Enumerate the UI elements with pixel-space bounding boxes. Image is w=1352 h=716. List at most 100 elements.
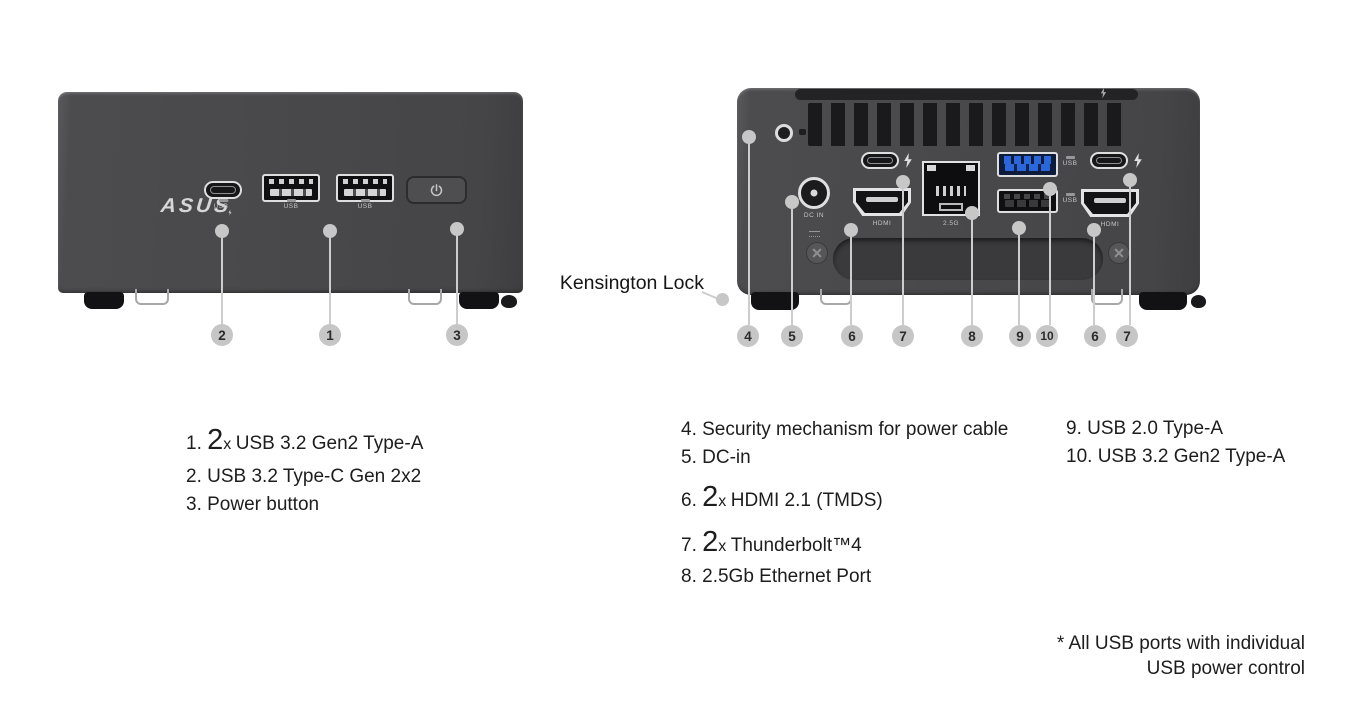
leader-line — [1093, 230, 1095, 325]
callout-badge-7: 7 — [892, 325, 914, 347]
charging-bolt-icon — [228, 209, 232, 216]
callout-badge-7b: 7 — [1116, 325, 1138, 347]
port-label-text: USB — [1062, 160, 1078, 167]
footnote-line-2: USB power control — [1146, 658, 1305, 679]
thunderbolt-icon — [903, 153, 913, 168]
leader-dot — [1012, 221, 1026, 235]
usb-a-left-port-label: USB — [262, 199, 320, 221]
footnote: * All USB ports with individual USB powe… — [965, 631, 1305, 681]
legend-multiplier: 2 — [702, 481, 719, 513]
leader-dot — [785, 195, 799, 209]
legend-x: x — [223, 436, 236, 453]
ethernet-label: 2.5G — [922, 220, 980, 238]
legend-text: USB 3.2 Type-C Gen 2x2 — [207, 466, 422, 487]
ethernet-tab — [939, 203, 963, 211]
leader-line — [971, 213, 973, 325]
port-label-text: USB — [283, 203, 299, 210]
footnote-line-1: * All USB ports with individual — [1056, 633, 1305, 654]
legend-text: USB 3.2 Gen2 Type-A — [1097, 446, 1286, 467]
hdmi-port-inner — [856, 191, 908, 213]
rear-foot-nub — [1191, 295, 1206, 308]
leader-dot — [323, 224, 337, 238]
callout-badge-4: 4 — [737, 325, 759, 347]
speed-mark — [1065, 156, 1075, 159]
thunderbolt-icon — [1133, 153, 1143, 168]
hdmi-left-label: HDMI — [853, 220, 911, 238]
ethernet-rail — [927, 165, 936, 171]
legend-text: 2.5Gb Ethernet Port — [702, 566, 872, 587]
leader-line — [902, 182, 904, 325]
leader-dot — [844, 223, 858, 237]
port-label-text: USB — [213, 203, 229, 210]
legend-multiplier: 2 — [702, 526, 719, 558]
leader-line — [1049, 189, 1051, 325]
front-mount-bracket-left — [135, 289, 169, 305]
rear-foot-left — [751, 292, 799, 310]
leader-dot — [1123, 173, 1137, 187]
leader-dot — [896, 175, 910, 189]
legend-item: 4. Security mechanism for power cable — [681, 419, 1008, 441]
legend-text: Security mechanism for power cable — [702, 419, 1009, 440]
leader-dot — [742, 130, 756, 144]
callout-badge-6: 6 — [841, 325, 863, 347]
rear-recess — [833, 238, 1103, 280]
dc-in-jack — [798, 177, 830, 209]
hdmi-port-left — [853, 188, 911, 216]
hdmi-right-label: HDMI — [1081, 221, 1139, 239]
usb-c-port-front — [204, 181, 242, 199]
port-label-text: 2.5G — [942, 220, 960, 227]
kensington-lock-slot — [775, 124, 793, 142]
hdmi-port-inner — [1084, 192, 1136, 214]
legend-text: DC-in — [702, 447, 751, 468]
rear-top-edge — [795, 89, 1138, 100]
legend-x: x — [718, 538, 731, 555]
rear-mount-bracket-right — [1091, 289, 1123, 305]
power-button — [406, 176, 467, 204]
bolt-mark-icon — [1100, 87, 1107, 99]
legend-number: 5. — [681, 447, 703, 468]
legend-text: Power button — [207, 494, 320, 515]
callout-badge-8: 8 — [961, 325, 983, 347]
leader-line — [748, 137, 750, 325]
rear-foot-right — [1139, 292, 1187, 310]
speed-mark — [360, 199, 370, 202]
port-label-text: USB — [1062, 197, 1078, 204]
hdmi-port-slot — [1093, 198, 1127, 203]
leader-dot — [716, 293, 729, 306]
dc-in-label: DC IN — [798, 212, 830, 237]
leader-line — [1018, 228, 1020, 325]
leader-line — [850, 230, 852, 325]
port-label-text: HDMI — [1100, 221, 1120, 228]
usb3-port-rear — [997, 152, 1058, 177]
leader-dot — [215, 224, 229, 238]
callout-badge-6b: 6 — [1084, 325, 1106, 347]
hdmi-port-slot — [865, 197, 899, 202]
ethernet-port — [922, 161, 980, 216]
leader-dot — [450, 222, 464, 236]
legend-x: x — [718, 493, 731, 510]
legend-text: HDMI 2.1 (TMDS) — [730, 490, 883, 511]
legend-text: USB 2.0 Type-A — [1087, 418, 1224, 439]
legend-item: 3. Power button — [186, 494, 319, 516]
usb-a-port-front-right — [336, 174, 394, 202]
legend-number: 3. — [186, 494, 208, 515]
usb2-port-rear — [997, 189, 1058, 213]
ethernet-pins — [936, 186, 966, 196]
legend-number: 2. — [186, 466, 208, 487]
callout-badge-2: 2 — [211, 324, 233, 346]
legend-item: 5. DC-in — [681, 447, 751, 469]
leader-line — [456, 229, 458, 325]
legend-text: Thunderbolt™4 — [730, 535, 862, 556]
leader-dot — [965, 206, 979, 220]
thunderbolt-port-right — [1090, 152, 1128, 169]
leader-dot — [1087, 223, 1101, 237]
usb2-rear-label: USB — [1061, 193, 1079, 215]
legend-number: 8. — [681, 566, 703, 587]
leader-line — [329, 231, 331, 325]
legend-item: 8. 2.5Gb Ethernet Port — [681, 566, 871, 588]
speed-mark — [1065, 193, 1075, 196]
legend-number: 1. — [186, 433, 208, 454]
callout-badge-3: 3 — [446, 324, 468, 346]
dc-symbol — [808, 231, 820, 237]
